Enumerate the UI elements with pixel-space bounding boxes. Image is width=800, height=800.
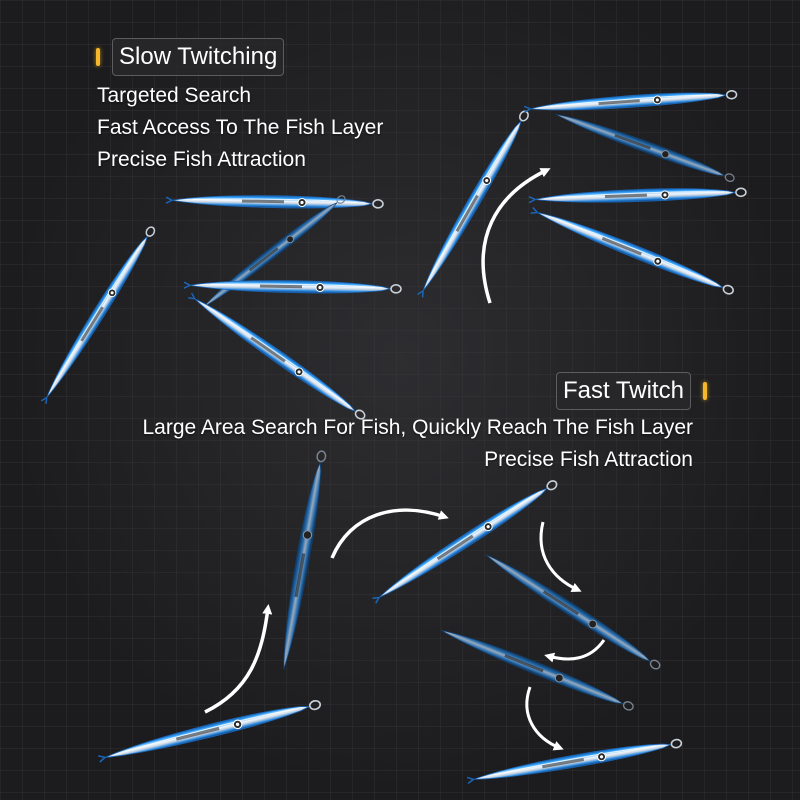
slow-lure-right-fourth: [528, 203, 737, 298]
slow-feature-line: Fast Access To The Fish Layer: [97, 116, 384, 139]
fast-twitch-heading: Fast Twitch: [556, 372, 707, 410]
slow-lure-bottom: [185, 289, 369, 423]
slow-lure-top: [165, 192, 384, 211]
slow-arrow: [481, 168, 551, 304]
accent-bar: [702, 382, 707, 400]
fast-twitch-title: Fast Twitch: [556, 372, 691, 410]
fast-arrow-4: [544, 639, 606, 663]
fast-arrow-3: [539, 521, 582, 593]
slow-lure-middle: [183, 277, 402, 296]
fast-feature-line: Large Area Search For Fish, Quickly Reac…: [142, 416, 693, 439]
slow-lure-right-rising: [413, 107, 532, 300]
slow-lure-right-second: [553, 108, 737, 185]
slow-feature-line: Precise Fish Attraction: [97, 148, 306, 171]
fast-arrow-1: [204, 604, 273, 714]
fast-lure-start: [96, 696, 323, 766]
slow-lure-vertical: [37, 223, 159, 406]
slow-twitching-heading: Slow Twitching: [96, 38, 285, 76]
fast-arrow-2: [330, 508, 449, 559]
slow-lure-right-top: [523, 87, 738, 116]
slow-lure-right-third: [528, 184, 747, 207]
fast-feature-line: Precise Fish Attraction: [484, 448, 693, 471]
slow-twitching-features: Targeted Search Fast Access To The Fish …: [97, 80, 383, 176]
fast-lure-vertical: [276, 449, 329, 672]
slow-feature-line: Targeted Search: [97, 84, 252, 107]
fast-lure-end: [465, 735, 684, 787]
slow-twitching-title: Slow Twitching: [112, 38, 285, 76]
accent-bar: [96, 48, 100, 66]
fast-twitch-features: Large Area Search For Fish, Quickly Reac…: [142, 412, 693, 476]
fast-arrow-5: [525, 686, 564, 751]
